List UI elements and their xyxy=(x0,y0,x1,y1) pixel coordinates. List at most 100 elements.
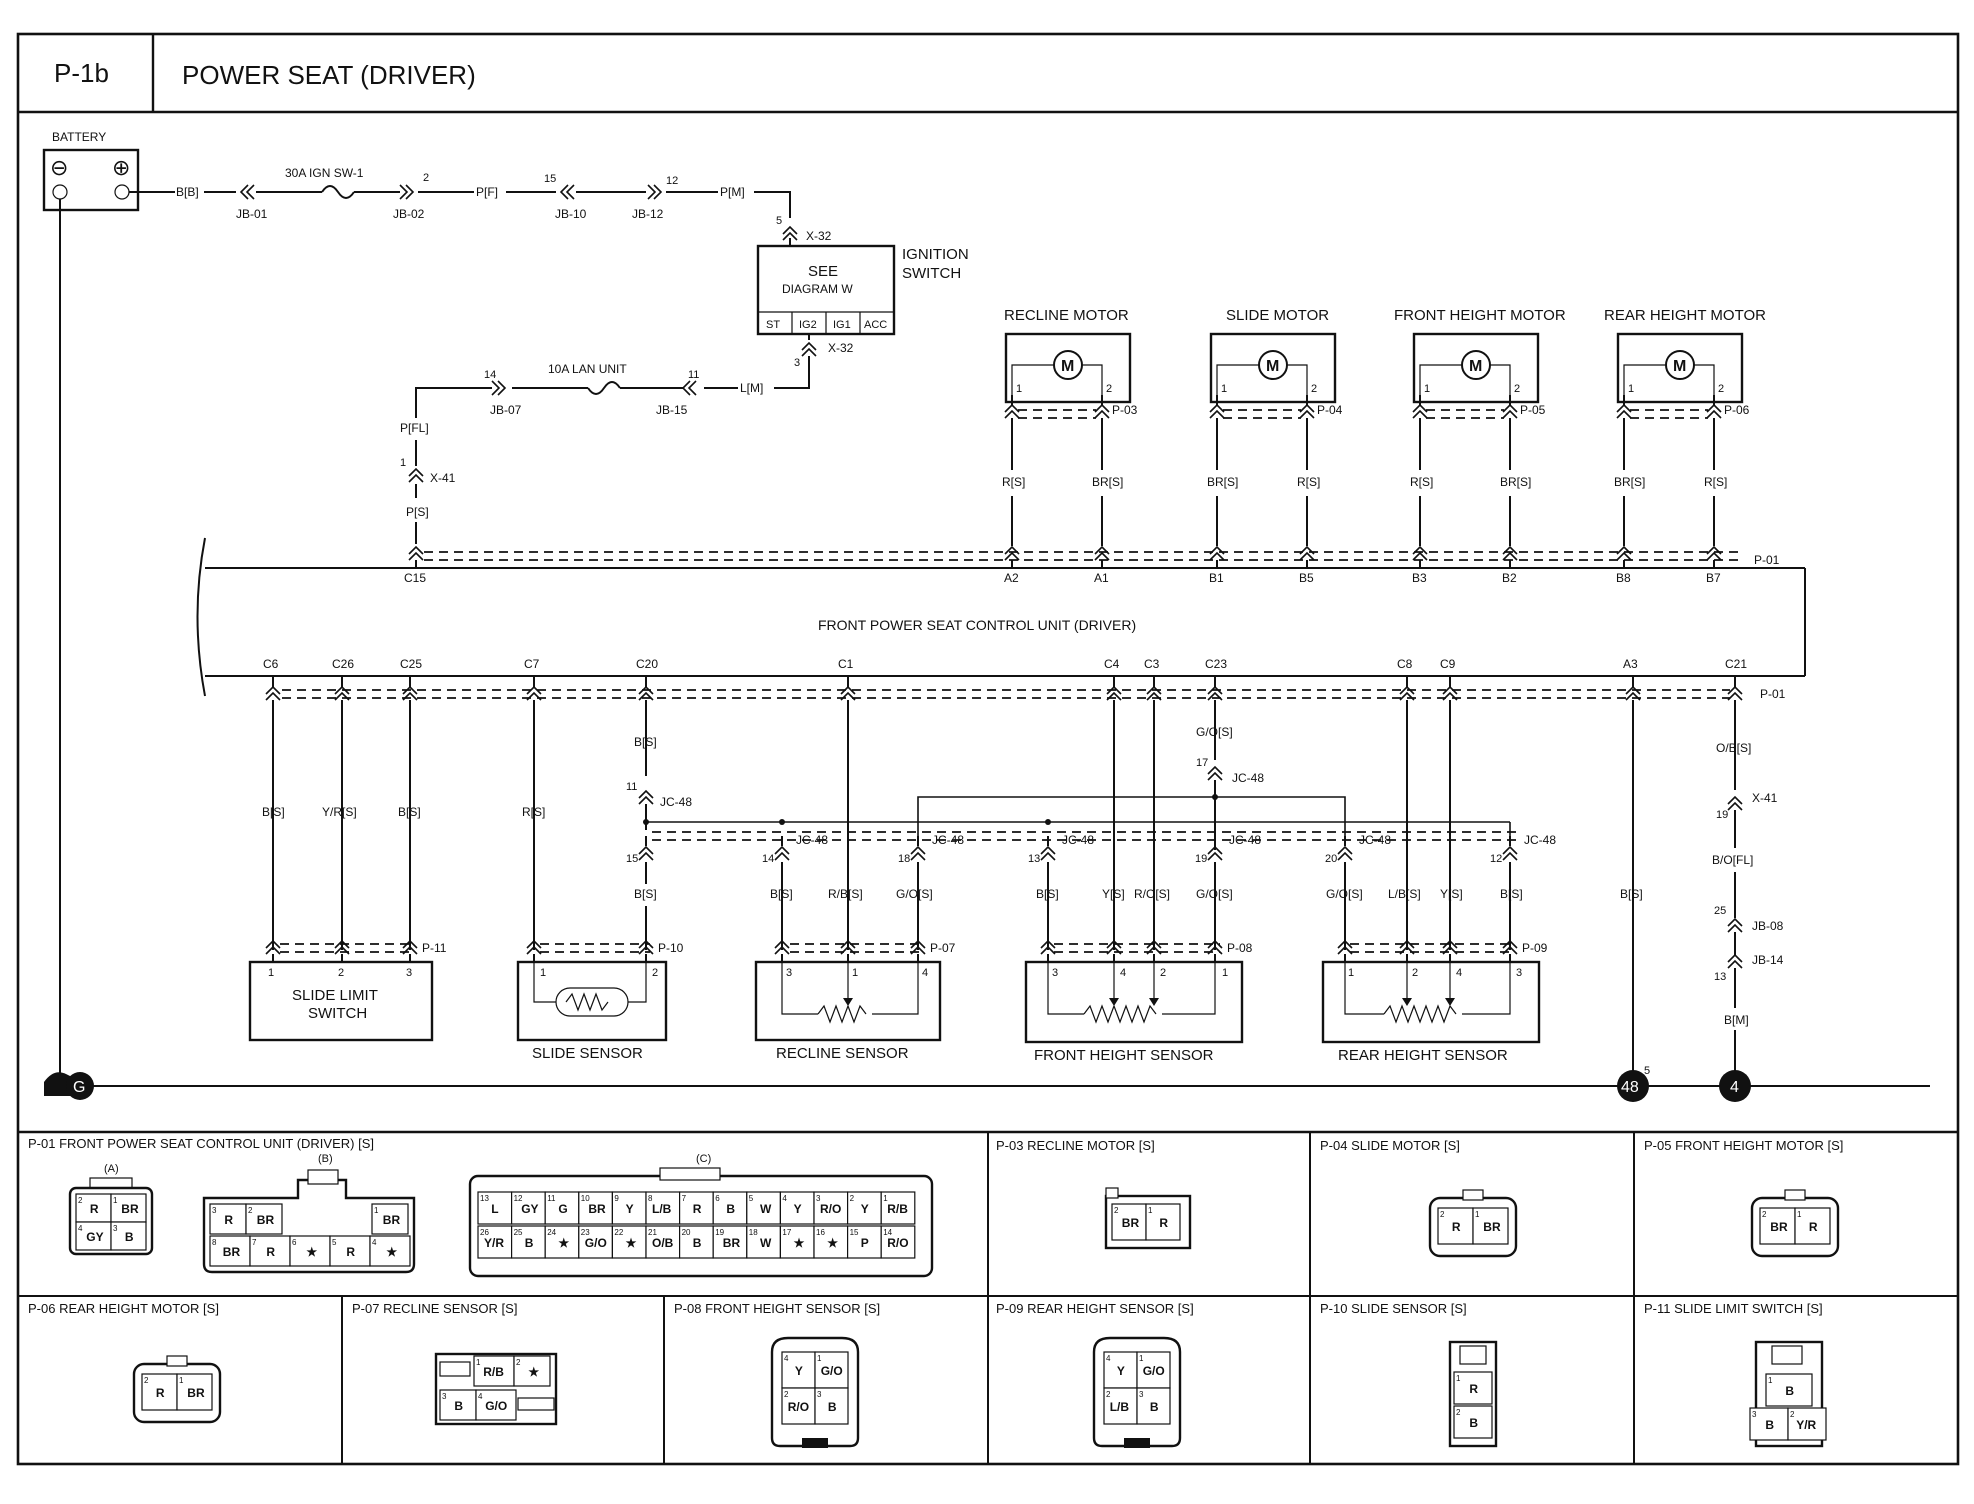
cavity-color: B xyxy=(693,1236,702,1250)
connector-cell xyxy=(1437,1207,1474,1245)
cavity-number: 3 xyxy=(113,1224,118,1233)
cavity-number: 2 xyxy=(1440,1210,1445,1219)
cavity-number: 16 xyxy=(816,1228,825,1237)
motor-terminal: B2 xyxy=(1502,571,1517,585)
cavity-color: BR xyxy=(383,1213,401,1227)
battery-neg-terminal: ⊖ xyxy=(50,155,68,180)
cavity-color: BR xyxy=(723,1236,741,1250)
wire-c25: B[S] xyxy=(398,805,421,819)
motor-lead-1 xyxy=(1623,364,1666,395)
motor-wire-color: BR[S] xyxy=(1614,475,1645,489)
terminal-c23: C23 xyxy=(1205,657,1227,671)
cavity-number: 3 xyxy=(817,1390,822,1399)
connector-chevron-icon xyxy=(1299,546,1315,561)
connector-cell xyxy=(814,1351,849,1389)
motor-title: RECLINE MOTOR xyxy=(1004,307,1129,324)
cavity-number: 3 xyxy=(212,1206,217,1215)
terminal-c21: C21 xyxy=(1725,657,1747,671)
connector-chevron-icon xyxy=(1502,404,1518,419)
jc48-tap-1: 15 xyxy=(626,836,654,865)
motor-symbol: M xyxy=(1469,358,1482,375)
connector-cell xyxy=(1103,1387,1138,1425)
motor-pin-2: 2 xyxy=(1311,383,1317,395)
connector-cell xyxy=(369,1235,411,1267)
connector-latch xyxy=(659,1167,721,1181)
ground-48-badge xyxy=(1617,1070,1649,1102)
motor-lead-1 xyxy=(1011,364,1054,395)
tap-pin: 15 xyxy=(626,853,638,865)
cavity-number: 1 xyxy=(1768,1376,1773,1385)
terminal-c1: C1 xyxy=(838,657,854,671)
cavity-color: R/B xyxy=(483,1365,504,1379)
connector-cell xyxy=(475,1389,517,1421)
cavity-color: BR xyxy=(1483,1220,1501,1234)
connector-cell xyxy=(1145,1203,1181,1241)
connector-cell xyxy=(513,1355,551,1387)
cavity-number: 25 xyxy=(514,1228,523,1237)
cavity-number: 9 xyxy=(614,1194,619,1203)
front-lead xyxy=(1162,962,1216,1015)
terminal-c6: C6 xyxy=(263,657,279,671)
connector-cell xyxy=(209,1235,251,1267)
cavity-number: 10 xyxy=(581,1194,590,1203)
slide-sensor-lead xyxy=(533,962,556,1003)
connector-chevron-icon xyxy=(1412,546,1428,561)
cavity-color: R xyxy=(346,1245,355,1259)
motor-terminal: B5 xyxy=(1299,571,1314,585)
motor-lead-1 xyxy=(1419,364,1462,395)
p07-title: P-07 RECLINE SENSOR [S] xyxy=(352,1301,517,1316)
wire-rear-y: Y[S] xyxy=(1440,887,1463,901)
jb07-pin: 14 xyxy=(484,369,496,381)
connector-cell xyxy=(1794,1207,1831,1245)
connector-cell xyxy=(1111,1203,1147,1241)
terminal-c15: C15 xyxy=(404,571,426,585)
cavity-color: ★ xyxy=(794,1236,805,1250)
motor-housing xyxy=(1412,332,1540,404)
wire-c21: O/B[S] xyxy=(1716,741,1751,755)
cavity-number: 2 xyxy=(784,1390,789,1399)
cavity-color: R xyxy=(266,1245,275,1259)
cavity-number: 20 xyxy=(682,1228,691,1237)
tap-jc48-label: JC-48 xyxy=(1524,833,1556,847)
connector-latch xyxy=(307,1169,339,1185)
connector-chevron-icon xyxy=(1209,546,1225,561)
motor-terminal: B3 xyxy=(1412,571,1427,585)
cavity-color: R xyxy=(1809,1220,1818,1234)
cavity-color: Y xyxy=(795,1364,803,1378)
cavity-color: R xyxy=(1159,1216,1168,1230)
ground-bus: G 48 4 xyxy=(44,1070,1930,1102)
jb02-label: JB-02 xyxy=(393,207,425,221)
connector-chevron-icon xyxy=(1094,404,1110,419)
cavity-number: 13 xyxy=(480,1194,489,1203)
motor-pin-2: 2 xyxy=(1514,383,1520,395)
terminal-c8: C8 xyxy=(1397,657,1413,671)
resistor-icon xyxy=(817,1004,867,1024)
tap-pin: 19 xyxy=(1195,853,1207,865)
x41-bot-label: X-41 xyxy=(1752,791,1778,805)
recline-lead xyxy=(781,962,818,1015)
battery-pos-terminal: ⊕ xyxy=(112,155,130,180)
cavity-color: G/O xyxy=(1143,1364,1165,1378)
connector-chevron-icon xyxy=(1299,404,1315,419)
cavity-color: B xyxy=(1150,1400,1159,1414)
wire-b-b: B[B] xyxy=(176,185,199,199)
x32-top-pin: 5 xyxy=(776,215,782,227)
motor-pin-2: 2 xyxy=(1106,383,1112,395)
wire-c26: Y/R[S] xyxy=(322,805,357,819)
cavity-color: B xyxy=(1765,1418,1774,1432)
cavity-number: 2 xyxy=(850,1194,855,1203)
c23-jc-pin: 17 xyxy=(1196,757,1208,769)
cavity-number: 1 xyxy=(1475,1210,1480,1219)
cavity-color: P xyxy=(861,1236,869,1250)
chassis-ground-icon xyxy=(44,1072,74,1096)
pin-label: 2 xyxy=(1160,967,1166,979)
